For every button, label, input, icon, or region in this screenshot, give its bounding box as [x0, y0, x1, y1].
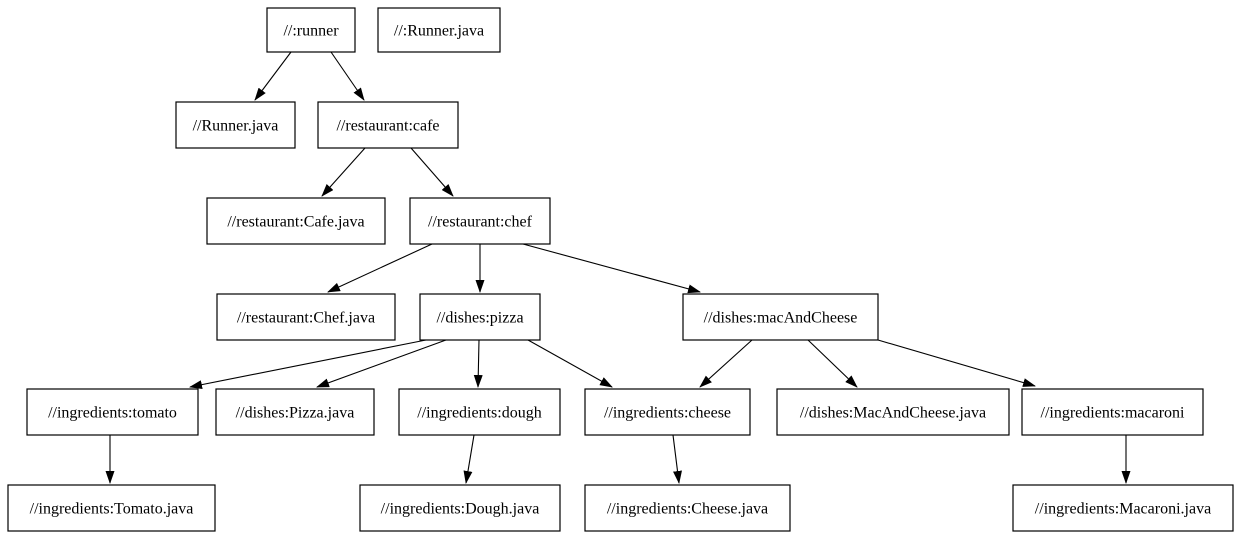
node-pizza: //dishes:pizza	[419, 293, 541, 341]
node-box-dough-java	[359, 484, 561, 532]
node-dough-java: //ingredients:Dough.java	[359, 484, 561, 532]
node-box-tomato	[26, 388, 199, 436]
node-dough: //ingredients:dough	[398, 388, 561, 436]
node-label-cheese-java: //ingredients:Cheese.java	[607, 501, 768, 518]
node-root-runner-java: //:Runner.java	[377, 7, 501, 53]
node-label-dough: //ingredients:dough	[417, 405, 541, 422]
node-label-tomato: //ingredients:tomato	[48, 405, 177, 422]
node-box-runner-java	[175, 101, 296, 149]
node-box-runner	[266, 7, 356, 53]
node-label-macaroni: //ingredients:macaroni	[1041, 405, 1186, 422]
node-cafe-java: //restaurant:Cafe.java	[206, 197, 386, 245]
node-label-mac-and-cheese: //dishes:macAndCheese	[704, 310, 858, 327]
node-box-chef-java	[216, 293, 396, 341]
edge-mac-and-cheese-to-mac-and-cheese-java	[807, 339, 858, 388]
node-cheese: //ingredients:cheese	[584, 388, 751, 436]
node-tomato: //ingredients:tomato	[26, 388, 199, 436]
edge-pizza-to-dough	[473, 339, 483, 388]
node-box-dough	[398, 388, 561, 436]
node-mac-and-cheese: //dishes:macAndCheese	[682, 293, 879, 341]
node-box-macaroni-java	[1012, 484, 1234, 532]
node-label-root-runner-java: //:Runner.java	[394, 23, 484, 40]
node-macaroni: //ingredients:macaroni	[1021, 388, 1204, 436]
edge-runner-to-runner-java	[254, 51, 292, 101]
node-box-cheese	[584, 388, 751, 436]
node-mac-and-cheese-java: //dishes:MacAndCheese.java	[776, 388, 1010, 436]
node-label-runner: //:runner	[283, 23, 339, 40]
node-runner: //:runner	[266, 7, 356, 53]
node-label-pizza: //dishes:pizza	[436, 310, 523, 327]
edge-cafe-to-cafe-java	[321, 147, 366, 197]
node-label-pizza-java: //dishes:Pizza.java	[236, 405, 355, 422]
node-box-mac-and-cheese-java	[776, 388, 1010, 436]
node-runner-java: //Runner.java	[175, 101, 296, 149]
edge-cafe-to-chef	[410, 147, 454, 197]
node-label-cafe-java: //restaurant:Cafe.java	[227, 214, 364, 231]
edge-dough-to-dough-java	[463, 434, 475, 484]
node-macaroni-java: //ingredients:Macaroni.java	[1012, 484, 1234, 532]
node-box-tomato-java	[7, 484, 216, 532]
node-box-cafe	[317, 101, 459, 149]
node-label-dough-java: //ingredients:Dough.java	[381, 501, 540, 518]
node-box-pizza	[419, 293, 541, 341]
node-box-chef	[409, 197, 551, 245]
node-pizza-java: //dishes:Pizza.java	[215, 388, 375, 436]
node-box-macaroni	[1021, 388, 1204, 436]
node-box-pizza-java	[215, 388, 375, 436]
edge-chef-to-mac-and-cheese	[522, 243, 701, 294]
node-label-tomato-java: //ingredients:Tomato.java	[30, 501, 194, 518]
node-box-cheese-java	[584, 484, 791, 532]
node-label-chef: //restaurant:chef	[428, 214, 533, 231]
edge-mac-and-cheese-to-macaroni	[877, 339, 1036, 387]
node-box-cafe-java	[206, 197, 386, 245]
edge-chef-to-chef-java	[327, 243, 433, 293]
node-box-mac-and-cheese	[682, 293, 879, 341]
node-label-cafe: //restaurant:cafe	[336, 118, 439, 135]
edge-mac-and-cheese-to-cheese	[699, 339, 753, 388]
node-label-cheese: //ingredients:cheese	[604, 405, 731, 422]
edge-pizza-to-cheese	[527, 339, 613, 388]
node-label-mac-and-cheese-java: //dishes:MacAndCheese.java	[800, 405, 986, 422]
node-label-chef-java: //restaurant:Chef.java	[237, 310, 375, 327]
edge-runner-to-cafe	[330, 51, 365, 101]
node-label-runner-java: //Runner.java	[193, 118, 279, 135]
node-box-root-runner-java	[377, 7, 501, 53]
edge-pizza-to-tomato	[189, 339, 427, 390]
edge-cheese-to-cheese-java	[672, 434, 682, 484]
node-chef: //restaurant:chef	[409, 197, 551, 245]
node-tomato-java: //ingredients:Tomato.java	[7, 484, 216, 532]
node-cafe: //restaurant:cafe	[317, 101, 459, 149]
node-label-macaroni-java: //ingredients:Macaroni.java	[1035, 501, 1211, 518]
node-cheese-java: //ingredients:Cheese.java	[584, 484, 791, 532]
node-chef-java: //restaurant:Chef.java	[216, 293, 396, 341]
edge-pizza-to-pizza-java	[316, 339, 447, 388]
